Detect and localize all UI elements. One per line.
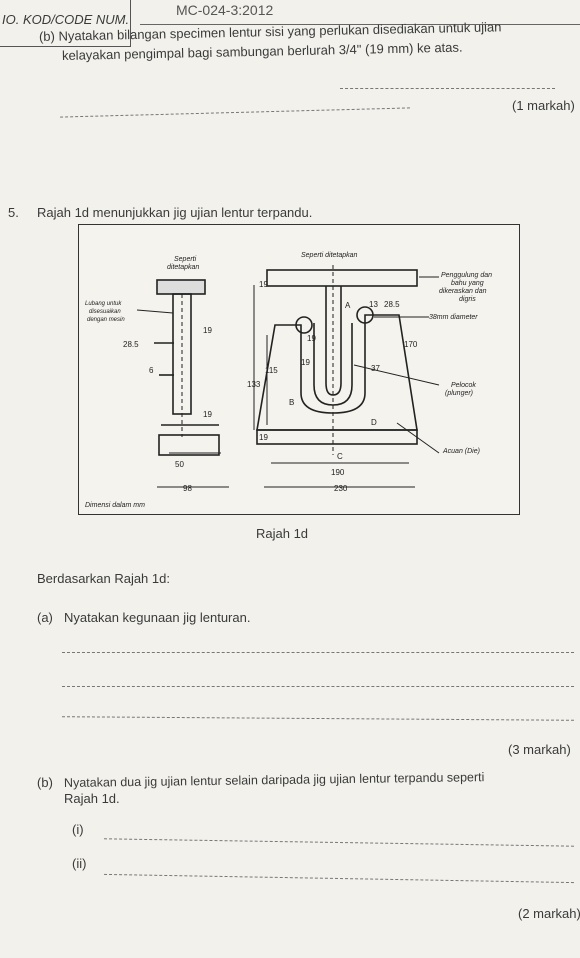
q4b-answer-line-b[interactable]: [340, 88, 555, 89]
dim-19-base: 19: [259, 433, 268, 442]
lbl-lubang-3: dengan mesin: [87, 317, 125, 323]
lbl-lubang-1: Lubang untuk: [85, 301, 122, 307]
kod-label: IO. KOD/CODE NUM.: [2, 12, 130, 27]
lbl-diameter: 38mm diameter: [429, 314, 478, 321]
q5a-text: Nyatakan kegunaan jig lenturan.: [64, 610, 251, 625]
dim-50: 50: [175, 460, 184, 469]
dim-13: 13: [369, 300, 378, 309]
dim-c: C: [337, 452, 343, 461]
lbl-seperti-1: Seperti: [174, 256, 197, 263]
q5-intro: Rajah 1d menunjukkan jig ujian lentur te…: [37, 205, 313, 220]
q5a-marks: (3 markah): [508, 742, 571, 757]
q5b-i-label: (i): [72, 822, 84, 837]
dim-98: 98: [183, 484, 192, 493]
dim-133: 133: [247, 380, 261, 389]
q5b-marks: (2 markah): [518, 906, 580, 921]
q5b-ii-answer-line[interactable]: [104, 873, 574, 884]
dim-19-mid: 19: [307, 334, 316, 343]
based-on-text: Berdasarkan Rajah 1d:: [37, 571, 170, 586]
q4b-marks: (1 markah): [512, 98, 575, 113]
q5b-text: Nyatakan dua jig ujian lentur selain dar…: [63, 770, 485, 790]
figure-rajah-1d: Seperti ditetapkan Lubang untuk disesuai…: [78, 224, 520, 515]
dim-19-inner: 19: [301, 358, 310, 367]
q4b-answer-line-a[interactable]: [60, 107, 410, 118]
q5b-ii-label: (ii): [72, 856, 87, 871]
lbl-seperti-right: Seperti ditetapkan: [301, 252, 358, 259]
q5a-label: (a): [37, 610, 53, 625]
dim-230: 230: [334, 484, 348, 493]
dim-d: D: [371, 418, 377, 427]
dim-b: B: [289, 398, 294, 407]
q5a-answer-line-2[interactable]: [62, 686, 574, 687]
q5b-label: (b): [36, 774, 53, 790]
lbl-seperti-2: ditetapkan: [167, 264, 199, 271]
q5b-text2: Rajah 1d.: [64, 791, 120, 806]
dim-19-top: 19: [259, 280, 268, 289]
figure-caption: Rajah 1d: [256, 526, 309, 541]
q5b-i-answer-line[interactable]: [104, 838, 574, 847]
lbl-pelocok-1: Pelocok: [451, 382, 476, 389]
lbl-penggulung-1: Penggulung dan: [441, 272, 492, 279]
lbl-dimensi: Dimensi dalam mm: [85, 502, 145, 509]
dim-6: 6: [149, 366, 154, 375]
dim-19-lower: 19: [203, 410, 212, 419]
header-box: [0, 0, 131, 47]
dim-170: 170: [404, 340, 418, 349]
lbl-penggulung-4: digris: [459, 296, 476, 303]
q5a-answer-line-3[interactable]: [62, 716, 574, 721]
q5a-answer-line-1[interactable]: [62, 652, 574, 653]
dim-115: 115: [265, 366, 278, 375]
header-rule: [140, 24, 580, 25]
lbl-penggulung-3: dikeraskan dan: [439, 288, 487, 295]
dim-190: 190: [331, 468, 345, 477]
dim-28-5-left: 28.5: [123, 340, 139, 349]
document-code: MC-024-3:2012: [176, 2, 274, 18]
bend-jig-drawing: Seperti ditetapkan Lubang untuk disesuai…: [85, 252, 492, 509]
dim-19-upper: 19: [203, 326, 212, 335]
lbl-lubang-2: disesuaikan: [89, 309, 121, 315]
dim-28-5-right: 28.5: [384, 300, 400, 309]
lbl-pelocok-2: (plunger): [445, 390, 473, 397]
lbl-penggulung-2: bahu yang: [451, 280, 484, 287]
dim-37: 37: [371, 364, 380, 373]
q5-number: 5.: [8, 205, 19, 220]
lbl-acuan: Acuan (Die): [442, 448, 480, 455]
dim-a: A: [345, 301, 351, 310]
